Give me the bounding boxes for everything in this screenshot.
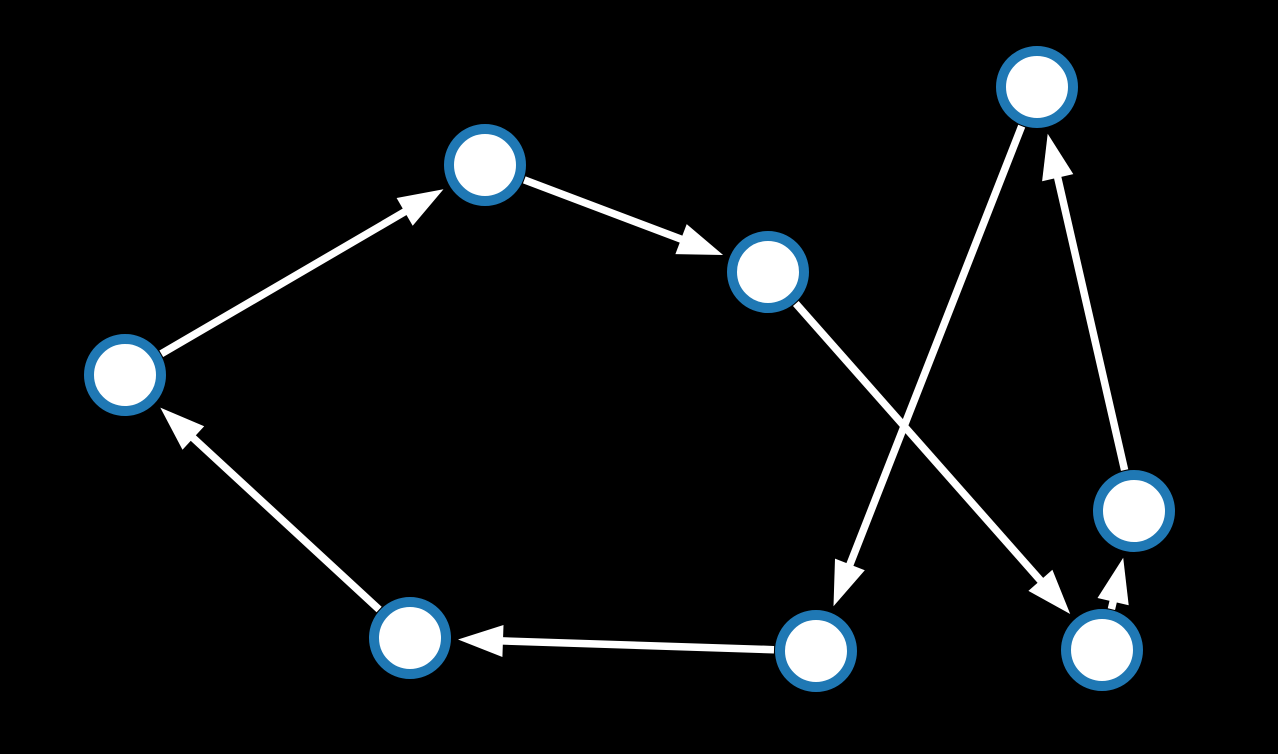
edge-bottom-right-to-right [1097, 557, 1129, 610]
graph-node-top-right [996, 46, 1078, 128]
edge-top-middle-to-middle [522, 176, 724, 255]
graph-node-top-middle [444, 124, 526, 206]
arrowhead-icon [833, 558, 865, 607]
graph-node-bottom-middle [775, 610, 857, 692]
edge-line [844, 124, 1026, 571]
arrowhead-icon [1097, 557, 1129, 606]
graph-node-right [1093, 470, 1175, 552]
edge-line [187, 431, 382, 613]
arrowhead-icon [458, 625, 504, 657]
edge-left-to-top-middle [159, 189, 444, 358]
edge-right-to-top-right [1042, 133, 1129, 471]
edge-bottom-middle-to-bottom-left [458, 625, 775, 657]
edge-middle-to-bottom-right [792, 301, 1071, 614]
edge-bottom-left-to-left [160, 407, 382, 613]
arrowhead-icon [1042, 133, 1074, 182]
edge-line [497, 637, 775, 654]
graph-node-left [84, 334, 166, 416]
graph-node-bottom-right [1061, 609, 1143, 691]
graph-node-bottom-left [369, 597, 451, 679]
graph-node-middle [727, 231, 809, 313]
edge-line [792, 301, 1047, 587]
edge-line [522, 176, 688, 245]
edge-line [159, 206, 411, 358]
arrowhead-icon [160, 407, 205, 450]
arrowhead-icon [675, 224, 724, 255]
arrowhead-icon [1028, 569, 1071, 614]
arrowhead-icon [396, 189, 444, 226]
edge-line [1052, 171, 1129, 471]
edge-top-right-to-bottom-middle [833, 124, 1026, 607]
